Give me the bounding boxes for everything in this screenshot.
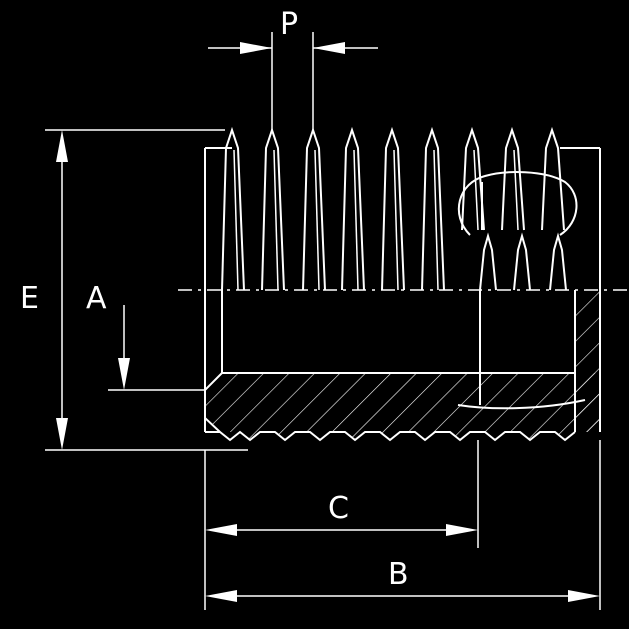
thread-tooth bbox=[341, 126, 365, 291]
dimension-c: C bbox=[204, 440, 479, 610]
dimension-b: B bbox=[205, 440, 601, 610]
dimension-p: P bbox=[208, 7, 378, 130]
thread-tooth bbox=[421, 126, 445, 291]
label-p: P bbox=[280, 7, 298, 42]
label-b: B bbox=[388, 557, 409, 592]
thread-tooth bbox=[549, 232, 567, 291]
dimension-e: E bbox=[20, 129, 248, 451]
thread-tooth bbox=[381, 126, 405, 291]
thread-root-line bbox=[473, 149, 479, 231]
label-e: E bbox=[20, 281, 39, 316]
label-a: A bbox=[86, 281, 107, 316]
thread-tooth bbox=[221, 126, 245, 291]
thread-tooth bbox=[302, 126, 326, 291]
label-c: C bbox=[328, 491, 349, 526]
thread-root-line bbox=[433, 149, 439, 291]
hatched-wall-section bbox=[204, 290, 600, 442]
thread-root-line bbox=[314, 149, 320, 291]
thread-root-line bbox=[353, 149, 359, 291]
thread-root-line bbox=[513, 149, 519, 231]
thread-root-line bbox=[233, 149, 239, 291]
external-thread-top bbox=[221, 126, 567, 291]
thread-tooth bbox=[461, 126, 485, 231]
locking-ball bbox=[457, 171, 578, 236]
thread-tooth bbox=[513, 232, 531, 291]
thread-tooth bbox=[501, 126, 525, 231]
thread-tooth bbox=[261, 126, 285, 291]
thread-root-line bbox=[393, 149, 399, 291]
thread-root-line bbox=[273, 149, 279, 291]
dimension-a: A bbox=[86, 281, 205, 391]
thread-tooth bbox=[479, 232, 497, 291]
